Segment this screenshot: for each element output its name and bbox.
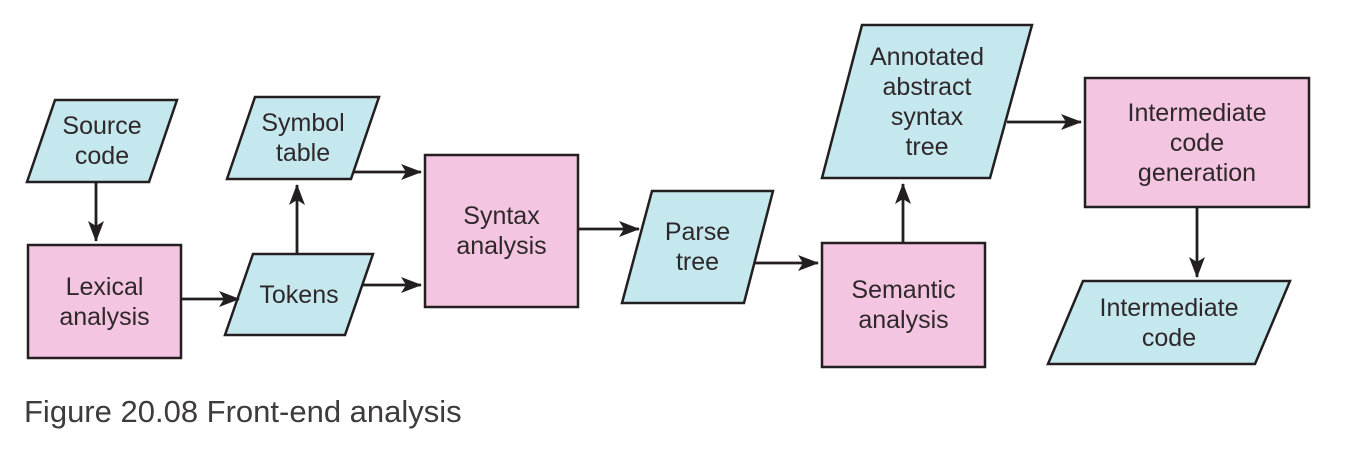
lexical-analysis-shape [26, 243, 183, 360]
intermediate-code-shape [1046, 279, 1292, 366]
annotated-abstract-syntax-tree-shape [820, 23, 1034, 180]
figure-caption: Figure 20.08 Front-end analysis [24, 394, 462, 429]
syntax-analysis-shape [423, 153, 580, 309]
source-code-shape [25, 98, 179, 184]
semantic-analysis-shape [820, 241, 987, 369]
symbol-table-shape [225, 95, 381, 181]
intermediate-code-generation-shape [1083, 76, 1311, 209]
parse-tree-shape [620, 189, 775, 305]
tokens-shape [223, 252, 375, 337]
